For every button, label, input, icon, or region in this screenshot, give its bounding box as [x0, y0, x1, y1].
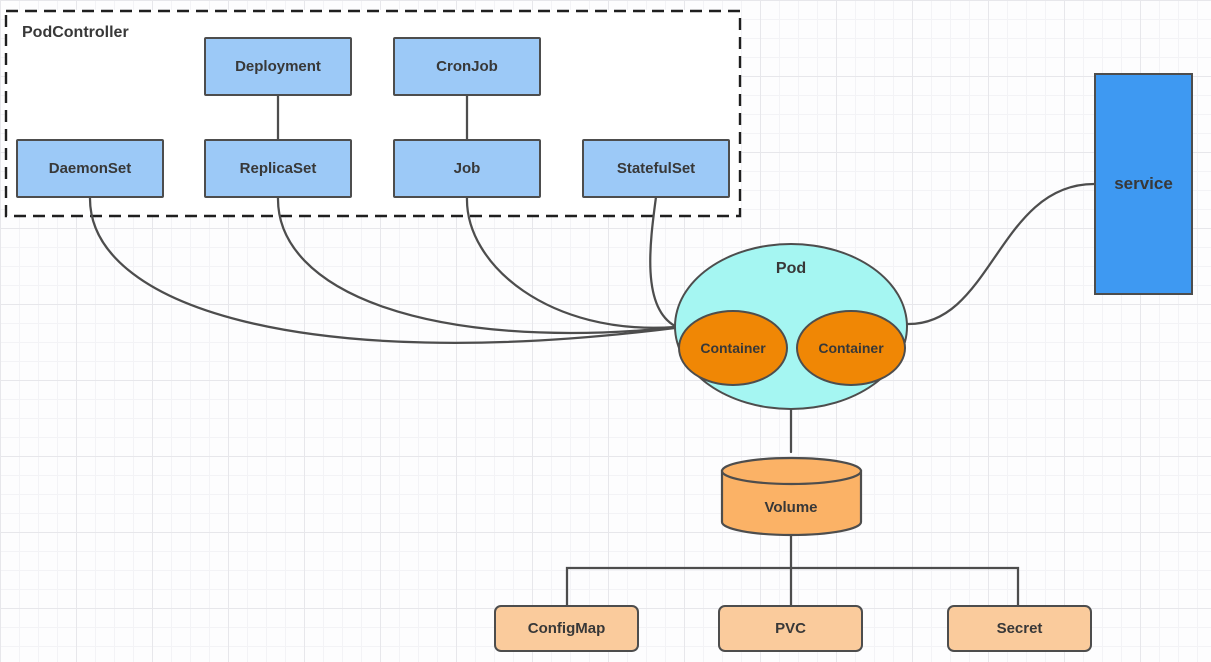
node-deployment[interactable]: Deployment	[204, 37, 352, 96]
node-service-label: service	[1114, 174, 1173, 193]
node-secret[interactable]: Secret	[947, 605, 1092, 652]
node-container-2[interactable]: Container	[796, 310, 906, 386]
edge-replicaset-pod[interactable]	[276, 195, 677, 335]
podcontroller-group-border[interactable]	[4, 9, 742, 218]
node-job[interactable]: Job	[393, 139, 541, 198]
node-pod-label: Pod	[775, 260, 807, 277]
node-cronjob-label: CronJob	[436, 58, 498, 75]
node-daemonset-label: DaemonSet	[48, 160, 132, 177]
node-daemonset[interactable]: DaemonSet	[16, 139, 164, 198]
node-pvc-label: PVC	[775, 620, 806, 637]
node-cronjob[interactable]: CronJob	[393, 37, 541, 96]
node-replicaset-label: ReplicaSet	[239, 160, 317, 177]
node-replicaset[interactable]: ReplicaSet	[204, 139, 352, 198]
node-service[interactable]: service	[1094, 73, 1193, 295]
edge-statefulset-pod[interactable]	[649, 195, 677, 328]
edge-daemonset-pod[interactable]	[88, 195, 677, 344]
node-pvc[interactable]: PVC	[718, 605, 863, 652]
edge-pod-service[interactable]	[904, 182, 1096, 326]
node-volume[interactable]	[714, 446, 870, 538]
node-configmap[interactable]: ConfigMap	[494, 605, 639, 652]
edge-job-pod[interactable]	[465, 195, 677, 329]
node-container-2-label: Container	[818, 340, 884, 356]
edge-volume-configmap-secret[interactable]	[565, 566, 1020, 607]
node-statefulset[interactable]: StatefulSet	[582, 139, 730, 198]
node-configmap-label: ConfigMap	[527, 620, 606, 637]
volume-cylinder-top	[720, 456, 863, 486]
volume-cylinder-body	[720, 469, 863, 537]
node-container-1-label: Container	[700, 340, 766, 356]
node-container-1[interactable]: Container	[678, 310, 788, 386]
node-volume-label: Volume	[764, 499, 818, 516]
node-secret-label: Secret	[996, 620, 1043, 637]
podcontroller-group-title: PodController	[22, 24, 129, 41]
node-statefulset-label: StatefulSet	[616, 160, 696, 177]
node-deployment-label: Deployment	[235, 58, 321, 75]
node-job-label: Job	[453, 160, 481, 177]
